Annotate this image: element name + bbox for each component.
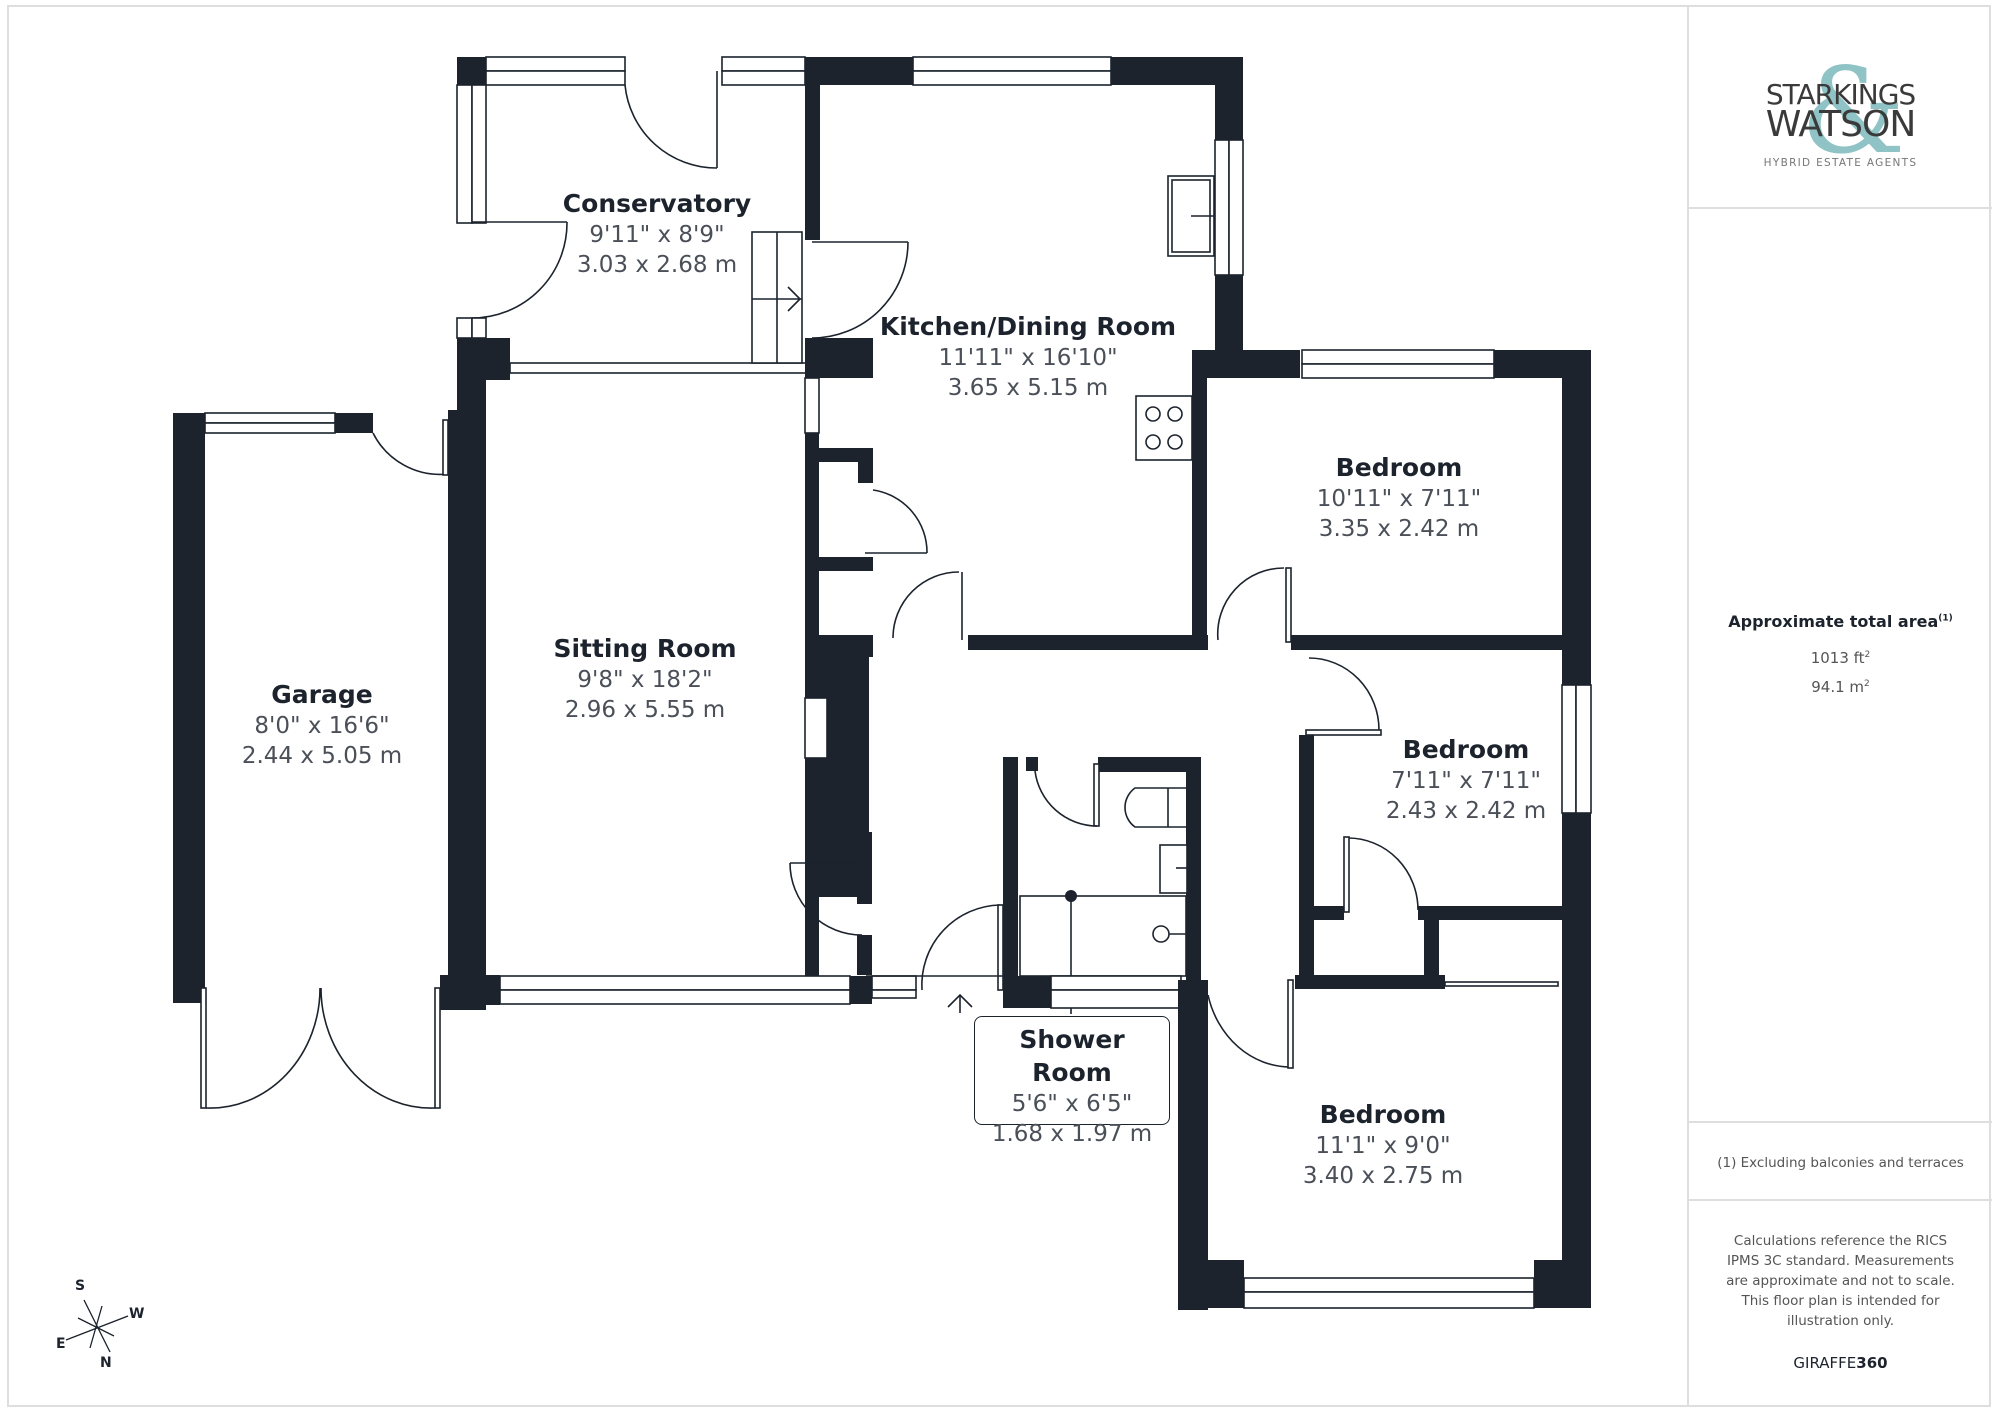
logo-tagline: HYBRID ESTATE AGENTS — [1763, 157, 1918, 169]
room-name: Kitchen/Dining Room — [879, 312, 1177, 341]
room-dims-imperial: 10'11" x 7'11" — [1316, 486, 1482, 512]
room-dims-imperial: 8'0" x 16'6" — [254, 713, 390, 739]
kitchen-walls — [804, 56, 1252, 640]
room-label-garage: Garage 8'0" x 16'6" 2.44 x 5.05 m — [242, 678, 402, 771]
room-name: Bedroom — [1402, 735, 1530, 764]
room-dims-imperial: 5'6" x 6'5" — [1011, 1091, 1133, 1117]
brand-light: GIRAFFE — [1793, 1354, 1857, 1372]
room-name: Garage — [271, 680, 373, 709]
sitting-room-walls — [440, 373, 917, 1005]
shower-room-walls — [866, 757, 1201, 1014]
disclaimer-text: Calculations reference the RICS IPMS 3C … — [1726, 1233, 1955, 1329]
logo-line-2: WATSON — [1765, 104, 1917, 145]
room-dims-imperial: 9'8" x 18'2" — [577, 667, 713, 693]
room-dims-imperial: 11'11" x 16'10" — [938, 345, 1118, 371]
area-sqft: 1013 ft2 — [1689, 649, 1992, 667]
compass-rose: S W E N — [52, 1278, 145, 1371]
room-dims-imperial: 9'11" x 8'9" — [589, 222, 725, 248]
area-sqft-sup: 2 — [1864, 650, 1871, 660]
logo-line-1: STARKINGS — [1765, 78, 1916, 111]
divider — [1689, 1199, 1992, 1201]
room-dims-metric: 2.43 x 2.42 m — [1385, 798, 1547, 824]
agency-logo: & STARKINGS WATSON HYBRID ESTATE AGENTS — [1746, 52, 1936, 170]
area-footnote: (1) Excluding balconies and terraces — [1717, 1155, 1964, 1171]
room-dims-imperial: 7'11" x 7'11" — [1391, 768, 1541, 794]
room-name: Bedroom — [1319, 1100, 1447, 1129]
area-title-text: Approximate total area — [1728, 612, 1939, 631]
compass-south: S — [75, 1278, 86, 1294]
room-dims-metric: 3.03 x 2.68 m — [576, 252, 738, 278]
info-panel: & STARKINGS WATSON HYBRID ESTATE AGENTS … — [1687, 5, 1992, 1407]
bedroom2-walls — [1295, 657, 1592, 989]
giraffe360-brand: GIRAFFE360 — [1689, 1354, 1992, 1372]
room-name: Sitting Room — [553, 634, 737, 663]
room-name: Bedroom — [1335, 453, 1463, 482]
logo-ampersand: & — [1800, 42, 1906, 180]
area-sqft-value: 1013 ft — [1810, 649, 1865, 667]
area-sqm-sup: 2 — [1864, 679, 1870, 689]
room-label-shower-room: Shower Room 5'6" x 6'5" 1.68 x 1.97 m — [974, 1016, 1170, 1147]
room-label-bedroom-1: Bedroom 10'11" x 7'11" 3.35 x 2.42 m — [1317, 451, 1481, 544]
divider — [1689, 1121, 1992, 1123]
room-name: Conservatory — [562, 189, 752, 218]
room-dims-metric: 1.68 x 1.97 m — [991, 1121, 1153, 1147]
area-title: Approximate total area(1) — [1689, 612, 1992, 631]
room-name: Shower Room — [1019, 1025, 1125, 1087]
compass-west: W — [129, 1306, 145, 1322]
room-dims-metric: 3.40 x 2.75 m — [1302, 1163, 1464, 1189]
compass-east: E — [56, 1336, 66, 1352]
room-dims-metric: 2.44 x 5.05 m — [241, 743, 403, 769]
brand-bold: 360 — [1856, 1354, 1888, 1372]
logo-section: & STARKINGS WATSON HYBRID ESTATE AGENTS — [1689, 5, 1992, 209]
page-frame — [7, 5, 1991, 1407]
compass-icon — [65, 1299, 129, 1353]
room-dims-metric: 2.96 x 5.55 m — [564, 697, 726, 723]
room-dims-metric: 3.65 x 5.15 m — [947, 375, 1109, 401]
room-label-kitchen: Kitchen/Dining Room 11'11" x 16'10" 3.65… — [880, 310, 1176, 403]
bedroom3-walls — [1178, 979, 1591, 1310]
room-dims-metric: 3.35 x 2.42 m — [1318, 516, 1480, 542]
room-label-conservatory: Conservatory 9'11" x 8'9" 3.03 x 2.68 m — [563, 187, 751, 280]
compass-north: N — [100, 1355, 112, 1371]
cupboard-walls — [789, 433, 1208, 993]
area-title-footnote-ref: (1) — [1938, 613, 1953, 624]
room-label-bedroom-3: Bedroom 11'1" x 9'0" 3.40 x 2.75 m — [1303, 1098, 1463, 1191]
bedroom1-walls — [1192, 349, 1591, 1308]
room-dims-imperial: 11'1" x 9'0" — [1315, 1133, 1451, 1159]
area-sqm: 94.1 m2 — [1689, 678, 1992, 696]
room-label-bedroom-2: Bedroom 7'11" x 7'11" 2.43 x 2.42 m — [1386, 733, 1546, 826]
conservatory-walls — [456, 56, 807, 380]
area-sqm-value: 94.1 m — [1811, 678, 1865, 696]
room-label-sitting-room: Sitting Room 9'8" x 18'2" 2.96 x 5.55 m — [553, 632, 736, 725]
